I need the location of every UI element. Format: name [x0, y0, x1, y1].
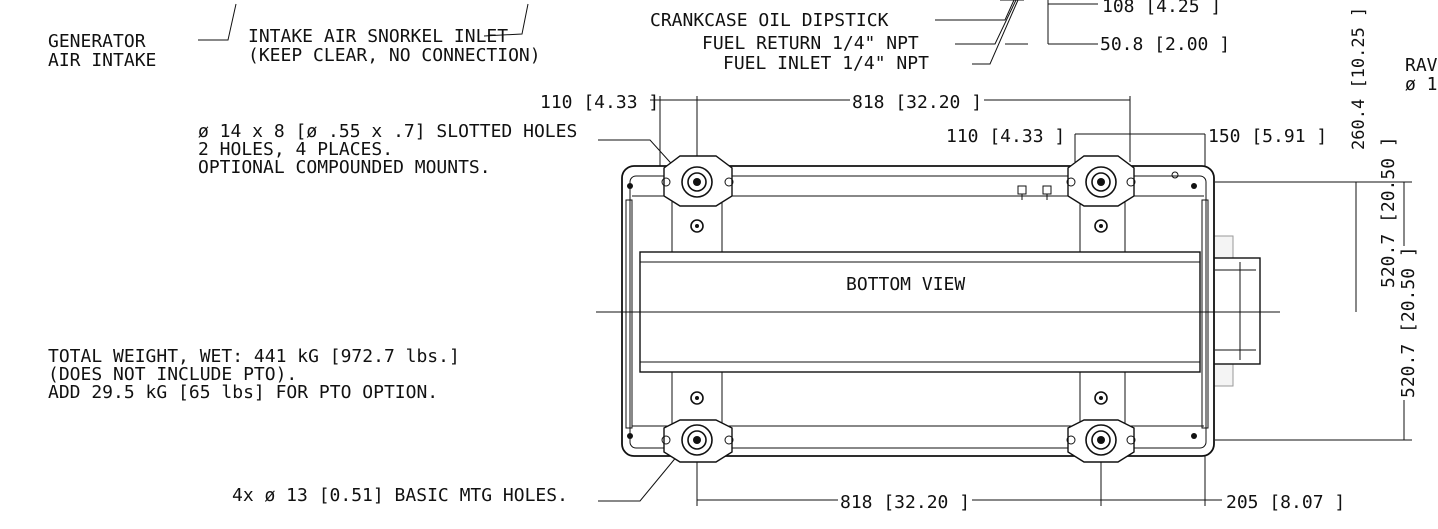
fuel-inlet-label: FUEL INLET 1/4" NPT — [723, 53, 929, 74]
basic-holes-label: 4x ø 13 [0.51] BASIC MTG HOLES. — [232, 485, 568, 506]
slotted-holes-label-3: OPTIONAL COMPOUNDED MOUNTS. — [198, 157, 491, 178]
generator-intake-label-2: AIR INTAKE — [48, 50, 156, 71]
weight-label: TOTAL WEIGHT, WET: 441 kG [972.7 lbs.] — [48, 346, 460, 367]
dim-110-left: 110 [4.33 ] — [540, 92, 659, 113]
dim-108: 108 [4.25 ] — [1102, 0, 1221, 17]
mounting-lugs — [661, 155, 1136, 463]
dim-520-7: 520.7 [20.50 ] — [1398, 246, 1419, 398]
callout-labels: GENERATOR AIR INTAKE INTAKE AIR SNORKEL … — [48, 10, 1438, 506]
basic-mounting-holes — [690, 219, 1108, 405]
generator-intake-label: GENERATOR — [48, 31, 146, 52]
dim-520-50: 520.7 [20.50 ] — [1378, 136, 1399, 288]
mount-lug-bottom-left — [661, 419, 734, 463]
dim-818-bottom: 818 [32.20 ] — [840, 492, 970, 513]
snorkel-label-2: (KEEP CLEAR, NO CONNECTION) — [248, 45, 541, 66]
dim-260-4: 260.4 [10.25 ] — [1349, 7, 1369, 150]
dipstick-label: CRANKCASE OIL DIPSTICK — [650, 10, 889, 31]
corner-bolts — [627, 171, 1197, 439]
slotted-holes-label: ø 14 x 8 [ø .55 x .7] SLOTTED HOLES — [198, 121, 577, 142]
view-title: BOTTOM VIEW — [846, 274, 965, 295]
engine-base: BOTTOM VIEW — [596, 165, 1280, 457]
raw-water-label-2: ø 1 — [1405, 74, 1438, 95]
fuel-return-label: FUEL RETURN 1/4" NPT — [702, 33, 919, 54]
weight-label-2: (DOES NOT INCLUDE PTO). — [48, 364, 297, 385]
slotted-holes-label-2: 2 HOLES, 4 PLACES. — [198, 139, 393, 160]
dim-150: 150 [5.91 ] — [1208, 126, 1327, 147]
dim-818-top: 818 [32.20 ] — [852, 92, 982, 113]
weight-label-3: ADD 29.5 kG [65 lbs] FOR PTO OPTION. — [48, 382, 438, 403]
mount-lug-top-right — [1066, 155, 1136, 207]
mount-lug-top-left — [661, 155, 734, 207]
raw-water-label: RAV — [1405, 55, 1438, 76]
dim-110-right: 110 [4.33 ] — [946, 126, 1065, 147]
dim-205: 205 [8.07 ] — [1226, 492, 1345, 513]
dim-50-8: 50.8 [2.00 ] — [1100, 34, 1230, 55]
fuel-fittings — [1017, 185, 1052, 200]
dimension-lines: 108 [4.25 ] 50.8 [2.00 ] 110 [4.33 ] 818… — [540, 0, 1419, 513]
mount-lug-bottom-right — [1066, 419, 1136, 463]
snorkel-label: INTAKE AIR SNORKEL INLET — [248, 26, 508, 47]
